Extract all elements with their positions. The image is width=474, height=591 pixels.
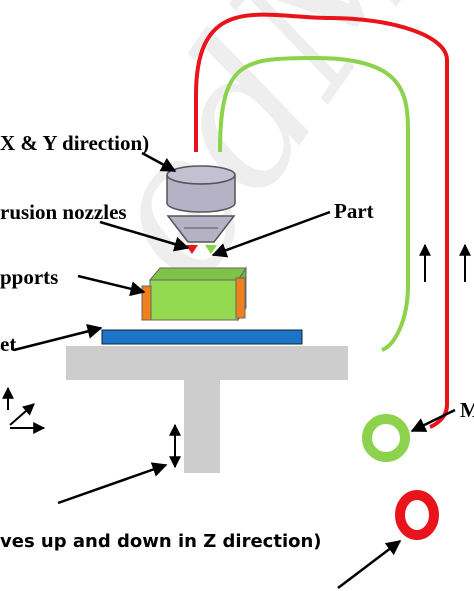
build-sheet-label: et <box>0 332 17 356</box>
extrusion-nozzles-label: rusion nozzles <box>0 200 127 224</box>
head-callout-arrow <box>141 151 177 173</box>
part-label: Part <box>334 199 374 223</box>
supports-callout-arrow <box>77 274 146 297</box>
platform-callout-arrow <box>57 462 168 505</box>
nozzle-callout-arrow <box>99 220 190 252</box>
part-callout-arrow <box>211 210 331 258</box>
axes-icon <box>1 386 46 434</box>
head-direction-label: X & Y direction) <box>0 131 150 155</box>
extruder-head <box>166 165 236 243</box>
red-spool-callout-arrow <box>337 540 402 589</box>
supports-label: pports <box>0 265 59 289</box>
support-left <box>141 285 152 321</box>
printed-part <box>148 266 247 322</box>
platform-motion-label: ves up and down in Z direction) <box>0 531 322 552</box>
red-filament-line <box>194 12 449 405</box>
green-filament-line <box>218 55 410 352</box>
support-right <box>235 277 246 319</box>
material-callout-arrow <box>410 408 456 433</box>
watermark: edM <box>51 0 474 320</box>
green-filament-spool <box>362 414 410 462</box>
red-filament-spool <box>395 490 439 540</box>
red-filament-to-spool <box>429 404 449 429</box>
build-platform <box>66 346 348 380</box>
platform-column <box>184 380 220 473</box>
material-label: M <box>460 398 474 422</box>
build-sheet <box>101 329 303 345</box>
sheet-callout-arrow <box>13 324 103 352</box>
